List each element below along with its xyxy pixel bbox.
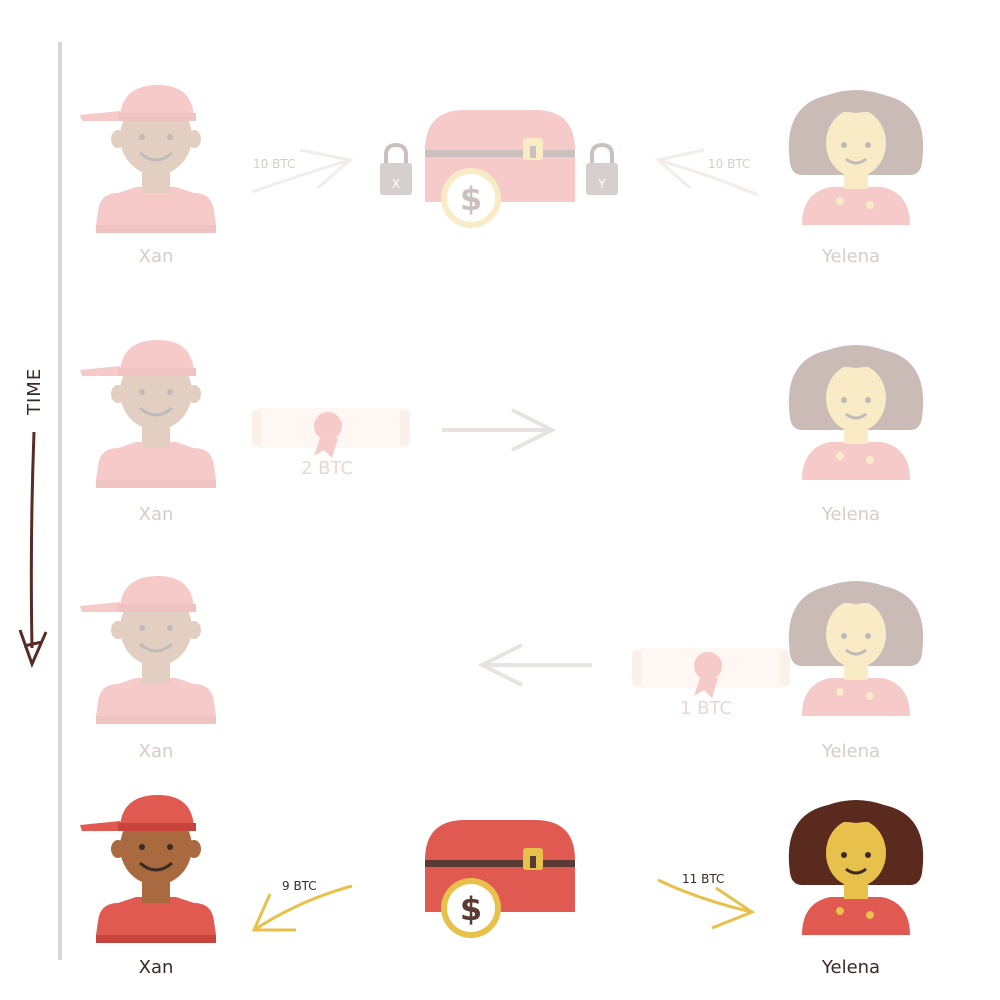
xan-avatar bbox=[78, 83, 218, 235]
row2-xan-name: Xan bbox=[139, 504, 174, 525]
row3-amount: 1 BTC bbox=[680, 698, 732, 719]
timeline: TIME bbox=[18, 42, 62, 960]
row3-xan-name: Xan bbox=[139, 741, 174, 762]
yelena-avatar bbox=[787, 88, 925, 227]
arrow-xan-to-chest bbox=[251, 148, 354, 194]
row-payment-to-yelena bbox=[78, 338, 925, 490]
row-close-channel bbox=[78, 793, 925, 945]
xan-avatar bbox=[78, 338, 218, 490]
arrow-chest-to-yelena bbox=[657, 878, 756, 930]
row3-yelena-name: Yelena bbox=[821, 741, 880, 762]
arrow-right bbox=[442, 408, 557, 452]
lock-x-label: X bbox=[392, 177, 400, 191]
row4-right-amount: 11 BTC bbox=[682, 872, 724, 886]
time-arrow bbox=[29, 431, 36, 649]
row4-xan-name: Xan bbox=[139, 957, 174, 978]
row2-amount: 2 BTC bbox=[301, 458, 353, 479]
arrow-left bbox=[477, 643, 592, 687]
row2-yelena-name: Yelena bbox=[821, 504, 880, 525]
contract-scroll-icon bbox=[632, 648, 790, 698]
xan-avatar bbox=[78, 793, 218, 945]
row1-left-amount: 10 BTC bbox=[253, 157, 295, 171]
yelena-avatar bbox=[787, 343, 925, 482]
yelena-avatar bbox=[787, 798, 925, 937]
contract-scroll-icon bbox=[252, 408, 410, 458]
lock-y-label: Y bbox=[597, 177, 606, 191]
time-label: TIME bbox=[24, 368, 45, 416]
row-open-channel: X Y bbox=[78, 83, 925, 235]
arrow-chest-to-xan bbox=[251, 884, 353, 932]
row4-yelena-name: Yelena bbox=[821, 957, 880, 978]
arrow-yelena-to-chest bbox=[654, 148, 759, 197]
row-payment-to-xan bbox=[78, 574, 925, 726]
chest-icon bbox=[425, 110, 575, 228]
time-arrow-head bbox=[18, 629, 48, 669]
row1-right-amount: 10 BTC bbox=[708, 157, 750, 171]
chest-icon bbox=[425, 820, 575, 938]
xan-avatar bbox=[78, 574, 218, 726]
row1-yelena-name: Yelena bbox=[821, 246, 880, 267]
yelena-avatar bbox=[787, 579, 925, 718]
row1-xan-name: Xan bbox=[139, 246, 174, 267]
row4-left-amount: 9 BTC bbox=[282, 879, 317, 893]
